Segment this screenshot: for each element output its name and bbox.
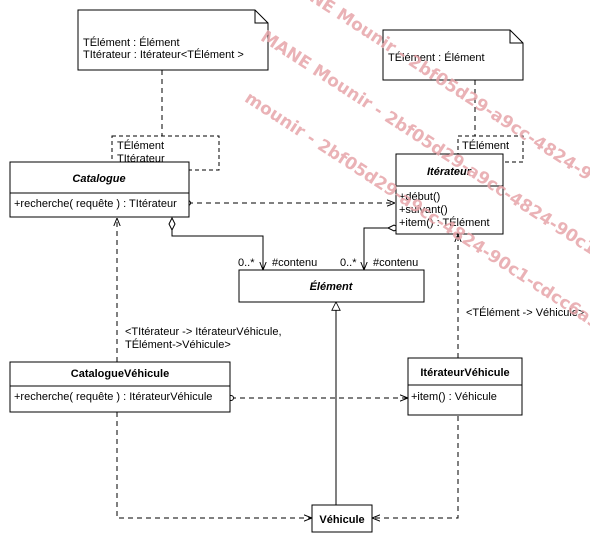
note-line: TÉlément : Élément	[388, 51, 485, 64]
operation: +recherche( requête ) : TItérateur	[14, 198, 177, 210]
class-vehicule[interactable]: Véhicule	[311, 504, 373, 533]
note-line: TItérateur : Itérateur<TÉlément >	[83, 48, 244, 61]
binding-label: TÉlément->Véhicule>	[125, 338, 231, 351]
class-name: CatalogueVéhicule	[71, 368, 169, 380]
class-box	[9, 161, 190, 218]
role-label: #contenu	[272, 257, 317, 269]
binding-label: <TÉlément -> Véhicule>	[466, 306, 584, 319]
dependency-cataloguevehicule-vehicule	[116, 412, 312, 518]
class-box	[9, 361, 231, 413]
role-label: #contenu	[373, 257, 418, 269]
class-name: Élément	[310, 280, 354, 293]
multiplicity-label: 0..*	[340, 257, 357, 269]
class-name: ItérateurVéhicule	[420, 367, 509, 379]
class-catalogue[interactable]: TÉlément TItérateur Catalogue +recherche…	[9, 135, 220, 218]
binding-label: <TItérateur -> ItérateurVéhicule,	[125, 326, 282, 338]
class-catalogue-vehicule[interactable]: CatalogueVéhicule +recherche( requête ) …	[9, 361, 231, 413]
dependency-iterateurvehicule-vehicule	[372, 416, 459, 518]
template-param: TÉlément	[462, 139, 509, 152]
class-element[interactable]: Élément	[238, 269, 425, 303]
class-name: Catalogue	[72, 173, 125, 185]
class-name: Véhicule	[319, 514, 364, 526]
multiplicity-label: 0..*	[238, 257, 255, 269]
class-box	[407, 357, 523, 416]
association-iterateur-element	[364, 227, 396, 270]
operation: +début()	[399, 191, 440, 203]
class-box	[395, 153, 504, 235]
operation: +suivant()	[399, 204, 448, 216]
note-iterateur: TÉlément : Élément	[382, 29, 524, 81]
template-param: TÉlément	[117, 139, 164, 152]
class-iterateur[interactable]: TÉlément Itérateur +début() +suivant() +…	[395, 135, 524, 235]
operation: +recherche( requête ) : ItérateurVéhicul…	[14, 391, 212, 403]
note-line: TÉlément : Élément	[83, 36, 180, 49]
class-iterateur-vehicule[interactable]: ItérateurVéhicule +item() : Véhicule	[407, 357, 523, 416]
class-box	[238, 269, 425, 303]
operation: +item() : Véhicule	[411, 391, 497, 403]
note-catalogue: TÉlément : Élément TItérateur : Itérateu…	[77, 9, 269, 71]
class-name: Itérateur	[427, 166, 472, 178]
class-box	[311, 504, 373, 533]
operation: +item() : TÉlément	[399, 216, 490, 229]
aggregation-diamond-catalogue	[168, 216, 176, 232]
